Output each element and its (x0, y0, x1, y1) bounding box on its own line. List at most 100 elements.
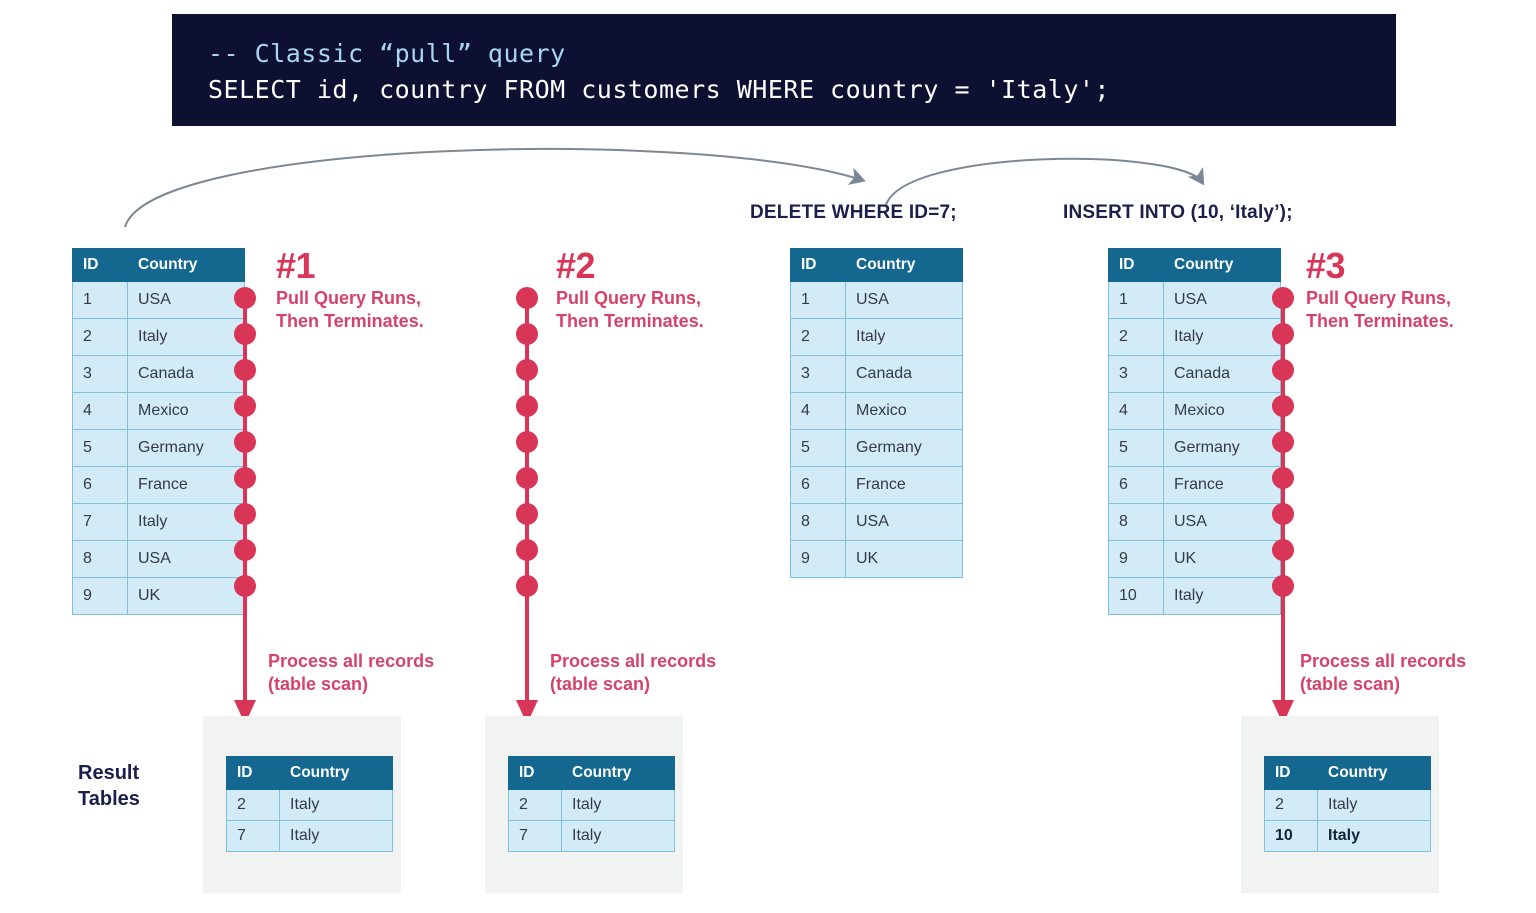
cell-id: 6 (790, 466, 846, 504)
cell-country: USA (1163, 503, 1281, 541)
process-note-line-2: (table scan) (268, 674, 369, 694)
arc-arrow-delete (124, 148, 866, 228)
scan-dot (1272, 323, 1294, 345)
scan-dot (516, 323, 538, 345)
scan-dot (1272, 431, 1294, 453)
cell-country: Germany (845, 429, 963, 467)
annotation-3: #3 Pull Query Runs, Then Terminates. (1306, 247, 1454, 333)
column-header-country: Country (561, 756, 675, 790)
cell-id: 8 (1108, 503, 1164, 541)
scan-dot (516, 503, 538, 525)
scan-dot (234, 539, 256, 561)
annotation-line-1: Pull Query Runs, (1306, 288, 1452, 308)
cell-country: Mexico (1163, 392, 1281, 430)
cell-id: 4 (72, 392, 128, 430)
annotation-line-1: Pull Query Runs, (276, 288, 422, 308)
process-note-2: Process all records (table scan) (550, 650, 716, 696)
annotation-line-2: Then Terminates. (1306, 311, 1454, 331)
cell-id: 8 (790, 503, 846, 541)
cell-id: 6 (1108, 466, 1164, 504)
scan-dot (1272, 287, 1294, 309)
scan-chain-2 (516, 287, 538, 724)
cell-country: Italy (279, 789, 393, 821)
scan-chain-3 (1272, 287, 1294, 724)
sql-query-line: SELECT id, country FROM customers WHERE … (208, 75, 1110, 104)
scan-dot (1272, 575, 1294, 597)
scan-arrowhead (516, 700, 538, 724)
cell-id: 3 (72, 355, 128, 393)
cell-country: France (1163, 466, 1281, 504)
cell-country: France (127, 466, 245, 504)
scan-dot (234, 467, 256, 489)
cell-country: USA (1163, 281, 1281, 319)
scan-dot (234, 575, 256, 597)
cell-id: 8 (72, 540, 128, 578)
process-note-line-1: Process all records (1300, 651, 1467, 671)
table-header-row: ID Country (1108, 248, 1281, 282)
scan-dot (516, 539, 538, 561)
result-tables-label: Result Tables (78, 760, 140, 812)
cell-country: Italy (127, 318, 245, 356)
scan-arrowhead (1272, 700, 1294, 724)
cell-id: 5 (72, 429, 128, 467)
cell-country: Italy (561, 789, 675, 821)
cell-country: UK (845, 540, 963, 578)
cell-country: UK (1163, 540, 1281, 578)
cell-id: 10 (1108, 577, 1164, 615)
column-header-country: Country (127, 248, 245, 282)
cell-country: Canada (1163, 355, 1281, 393)
cell-country: USA (127, 540, 245, 578)
cell-country: Canada (127, 355, 245, 393)
delete-operation-label: DELETE WHERE ID=7; (750, 202, 957, 223)
scan-dot (234, 323, 256, 345)
cell-country: UK (127, 577, 245, 615)
scan-chain-1 (234, 287, 256, 724)
process-note-3: Process all records (table scan) (1300, 650, 1466, 696)
scan-dot (516, 467, 538, 489)
cell-id: 5 (790, 429, 846, 467)
sql-comment-line: -- Classic “pull” query (208, 39, 566, 68)
cell-id: 3 (1108, 355, 1164, 393)
table-header-row: ID Country (1264, 756, 1431, 790)
scan-dot (1272, 359, 1294, 381)
cell-id: 9 (1108, 540, 1164, 578)
cell-id: 7 (226, 820, 280, 852)
cell-id: 1 (72, 281, 128, 319)
annotation-number: #3 (1306, 245, 1346, 286)
cell-country: Italy (1317, 820, 1431, 852)
scan-dot (516, 431, 538, 453)
cell-country: Italy (1317, 789, 1431, 821)
process-note-1: Process all records (table scan) (268, 650, 434, 696)
scan-dot (234, 431, 256, 453)
cell-country: Italy (1163, 318, 1281, 356)
cell-id: 1 (790, 281, 846, 319)
process-note-line-2: (table scan) (1300, 674, 1401, 694)
flow-arrows (124, 148, 1205, 228)
cell-id: 2 (226, 789, 280, 821)
cell-country: USA (845, 503, 963, 541)
